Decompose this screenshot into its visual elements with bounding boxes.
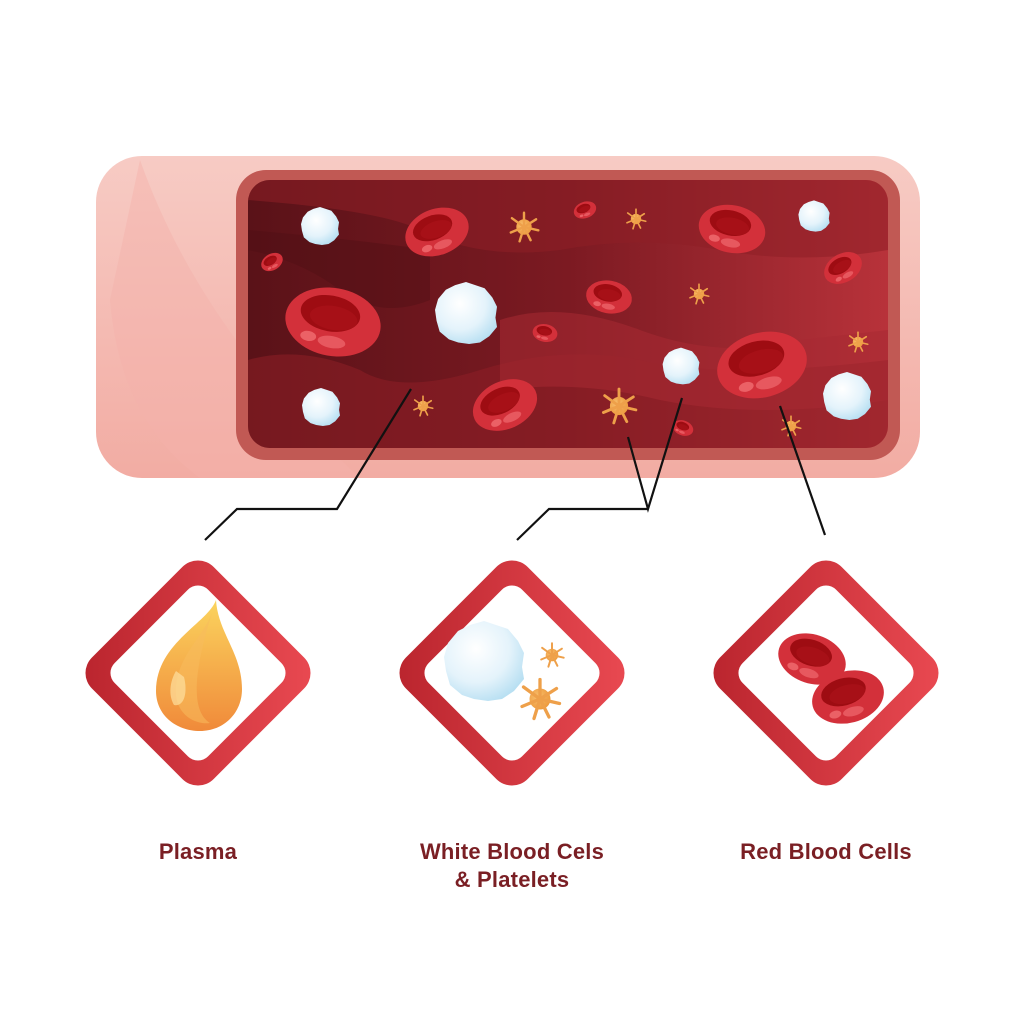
callout-line-rbc [778, 405, 827, 536]
callout-lines [204, 388, 827, 541]
rbc-label-line: Red Blood Cells [740, 839, 912, 864]
wbc-platelets-label: White Blood Cels & Platelets [362, 838, 662, 894]
rbc-panel [713, 560, 939, 786]
callout-line-wbc-platelets-branch [516, 507, 648, 541]
wbc-platelets-panel [399, 560, 625, 786]
vessel-wall-highlight [110, 160, 360, 478]
rbc-label: Red Blood Cells [696, 838, 956, 866]
plasma-panel [85, 560, 311, 786]
plasma-label-line: Plasma [158, 839, 238, 864]
wbc-platelets-label-line-2: & Platelets [454, 867, 570, 892]
callout-line-plasma [204, 388, 412, 541]
plasma-drop-icon [156, 600, 242, 731]
blood-vessel [96, 156, 920, 478]
wbc-platelets-label-line-1: White Blood Cels [419, 839, 605, 864]
plasma-label: Plasma [98, 838, 298, 866]
